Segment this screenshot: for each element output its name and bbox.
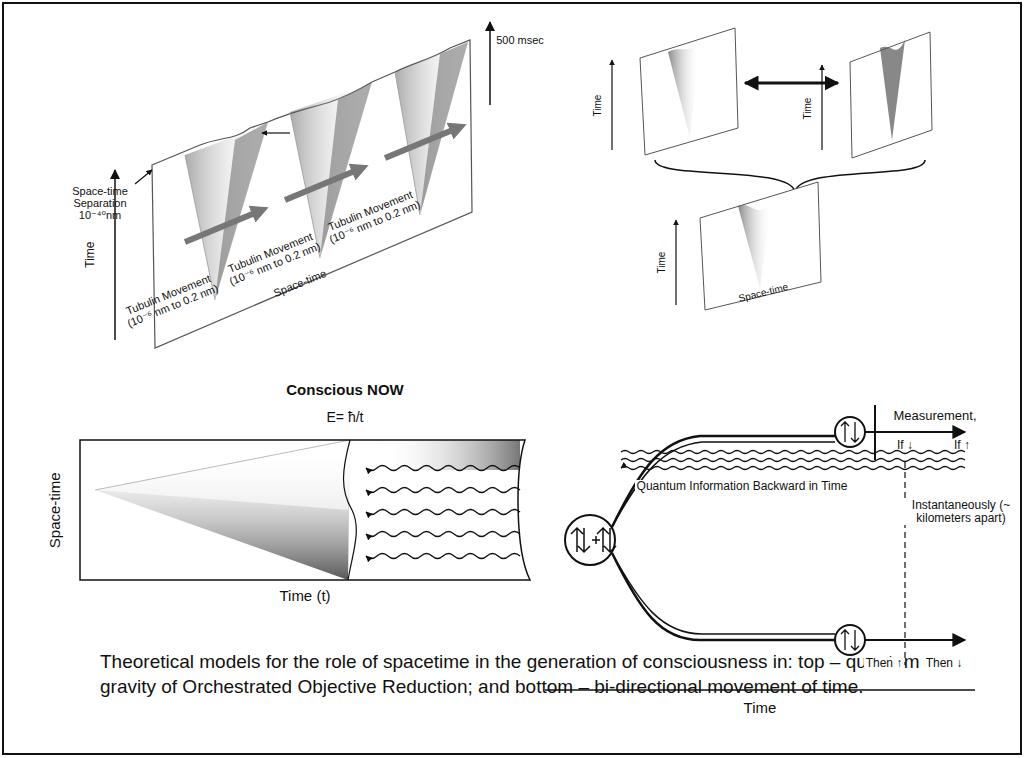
label: Then ↑	[864, 657, 905, 670]
wavy-line	[366, 510, 520, 515]
frame	[3, 3, 1021, 754]
label: 500 msec	[496, 34, 544, 46]
label: If ↓	[897, 439, 913, 452]
label: Time	[83, 242, 96, 268]
wavy-line	[366, 532, 520, 537]
label: Time	[744, 700, 777, 717]
wavy-line	[621, 451, 965, 454]
label: If ↑	[954, 439, 970, 452]
label: Time	[656, 251, 667, 273]
conscious-now-figure	[80, 440, 530, 580]
wavy-line	[621, 459, 965, 462]
label: E= ħ/t	[327, 410, 364, 425]
spacetime-sheet	[115, 22, 490, 348]
caption: Theoretical models for the role of space…	[100, 650, 950, 699]
label: Time (t)	[279, 588, 330, 605]
label: Time	[592, 94, 603, 116]
label: Instantaneously (~ kilometers apart)	[904, 499, 1018, 525]
label: Then ↓	[924, 657, 965, 670]
wavy-line	[366, 466, 520, 471]
label: Conscious NOW	[286, 382, 404, 399]
wavy-line	[366, 488, 520, 493]
label: Time	[802, 97, 813, 119]
label: Space-time	[47, 472, 64, 548]
wavy-line	[621, 467, 965, 470]
wavy-line	[366, 554, 520, 559]
spacetime-sheets	[612, 28, 932, 310]
label: Quantum Information Backward in Time	[635, 480, 850, 493]
entanglement-figure	[545, 405, 975, 690]
label: Space-time Separation 10⁻⁴⁰nm	[64, 185, 136, 221]
label: Measurement,	[893, 409, 976, 423]
